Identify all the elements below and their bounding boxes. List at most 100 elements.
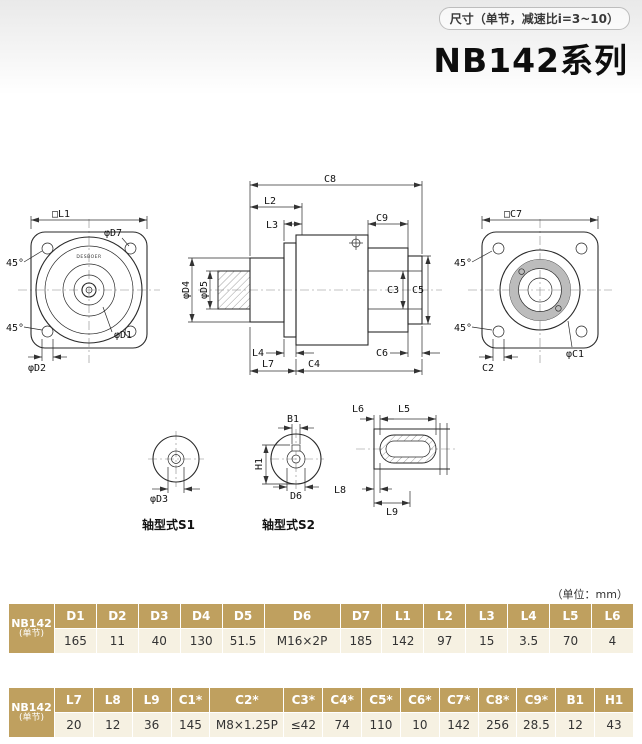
col-header: L2 <box>423 603 467 629</box>
col-header: D1 <box>54 603 97 629</box>
cell-value: 256 <box>477 712 518 738</box>
shaft-type-s1: φD3 轴型式S1 <box>142 431 204 532</box>
table2-value-row: 20 12 36 145 M8×1.25P ≤42 74 110 10 142 … <box>9 712 634 738</box>
cell-value: 142 <box>438 712 479 738</box>
spec-table-1: NB142 (单节) D1 D2 D3 D4 D5 D6 D7 L1 L2 L3… <box>8 603 635 654</box>
dim-label-L1: □L1 <box>52 209 70 220</box>
cell-value: 165 <box>54 628 97 654</box>
col-header: L3 <box>465 603 509 629</box>
dim-label-D2: φD2 <box>28 363 46 374</box>
side-view: C8 L2 L3 C9 φD4 φD5 C3 C5 <box>181 174 442 375</box>
dim-label-B1: B1 <box>287 414 299 425</box>
cell-value: 12 <box>92 712 133 738</box>
col-header: D5 <box>221 603 265 629</box>
cell-value: 28.5 <box>516 712 557 738</box>
model-name: NB142 <box>11 701 52 714</box>
dim-label-D1: φD1 <box>114 330 132 341</box>
dim-label-C9: C9 <box>376 213 388 224</box>
col-header: D6 <box>263 603 341 629</box>
col-header: C8* <box>477 687 518 713</box>
spec-table-2: NB142 (单节) L7 L8 L9 C1* C2* C3* C4* C5* … <box>8 687 634 738</box>
unit-note: （单位：mm） <box>551 588 628 601</box>
cell-value: 142 <box>381 628 425 654</box>
page-title: NB142系列 <box>433 41 628 80</box>
table1-row-label: NB142 (单节) <box>8 603 55 654</box>
col-header: L7 <box>54 687 94 713</box>
model-name: NB142 <box>11 617 52 630</box>
cell-value: 185 <box>339 628 383 654</box>
cell-value: 43 <box>594 712 634 738</box>
dim-label-L3: L3 <box>266 220 278 231</box>
brand-text: DESBOER <box>76 254 101 260</box>
cell-value: 130 <box>179 628 223 654</box>
cell-value: M8×1.25P <box>209 712 285 738</box>
dim-label-C6: C6 <box>376 348 388 359</box>
cell-value: 74 <box>322 712 363 738</box>
cell-value: 51.5 <box>221 628 265 654</box>
dim-label-D5: φD5 <box>199 281 210 299</box>
front-view: DESBOER □L1 φD7 45° 45° φD1 φD2 <box>6 209 160 374</box>
cell-value: 70 <box>549 628 592 654</box>
rear-view: □C7 45° 45° C2 φC1 <box>454 209 612 374</box>
technical-drawing: DESBOER □L1 φD7 45° 45° φD1 φD2 <box>6 174 612 532</box>
model-sublabel: (单节) <box>18 712 45 723</box>
dim-label-C5: C5 <box>412 285 424 296</box>
col-header: L5 <box>549 603 592 629</box>
col-header: C1* <box>170 687 211 713</box>
cell-value: 20 <box>54 712 94 738</box>
shaft-type-s2: B1 H1 D6 轴型式S2 <box>254 414 324 532</box>
cell-value: 3.5 <box>507 628 551 654</box>
dim-label-L9: L9 <box>386 507 398 518</box>
cell-value: 10 <box>399 712 440 738</box>
cell-value: 40 <box>137 628 181 654</box>
col-header: B1 <box>555 687 596 713</box>
cell-value: 110 <box>361 712 401 738</box>
angle-label-top: 45° <box>6 258 24 269</box>
col-header: D4 <box>179 603 223 629</box>
dim-label-L6: L6 <box>352 404 364 415</box>
dim-label-D3: φD3 <box>150 494 168 505</box>
dim-label-D7: φD7 <box>104 228 122 239</box>
cell-value: ≤42 <box>283 712 324 738</box>
dim-label-C8: C8 <box>324 174 336 185</box>
col-header: D2 <box>95 603 139 629</box>
dim-label-D4: φD4 <box>181 281 192 299</box>
col-header: C7* <box>438 687 479 713</box>
angle-label-bottom: 45° <box>454 323 472 334</box>
cell-value: 145 <box>170 712 211 738</box>
cell-value: 15 <box>465 628 509 654</box>
dim-label-C4: C4 <box>308 359 320 370</box>
col-header: C3* <box>283 687 324 713</box>
col-header: L1 <box>381 603 425 629</box>
dim-label-C2: C2 <box>482 363 494 374</box>
page-subtitle: 尺寸（单节，减速比i=3~10） <box>438 7 630 30</box>
dim-label-L4: L4 <box>252 348 264 359</box>
keyway-detail: L6 L5 L8 L9 <box>334 404 458 518</box>
dim-label-H1: H1 <box>254 458 265 470</box>
shaft-s1-caption: 轴型式S1 <box>142 517 195 532</box>
col-header: L9 <box>131 687 172 713</box>
table2-row-label: NB142 (单节) <box>8 687 55 738</box>
col-header: L8 <box>92 687 133 713</box>
cell-value: 36 <box>131 712 172 738</box>
shaft-s2-caption: 轴型式S2 <box>262 517 315 532</box>
col-header: D7 <box>339 603 383 629</box>
table1-value-row: 165 11 40 130 51.5 M16×2P 185 142 97 15 … <box>9 628 635 654</box>
col-header: D3 <box>137 603 181 629</box>
cell-value: 4 <box>590 628 635 654</box>
table1-header-row: NB142 (单节) D1 D2 D3 D4 D5 D6 D7 L1 L2 L3… <box>8 603 635 654</box>
dim-label-L8: L8 <box>334 485 346 496</box>
col-header: L4 <box>507 603 551 629</box>
dim-label-L7: L7 <box>262 359 274 370</box>
dim-label-L2: L2 <box>264 196 276 207</box>
col-header: H1 <box>594 687 634 713</box>
col-header: C6* <box>399 687 440 713</box>
cell-value: 12 <box>555 712 596 738</box>
model-sublabel: (单节) <box>18 628 45 639</box>
col-header: C9* <box>516 687 557 713</box>
table2-header-row: NB142 (单节) L7 L8 L9 C1* C2* C3* C4* C5* … <box>8 687 634 738</box>
dim-label-C7: □C7 <box>504 209 522 220</box>
col-header: C2* <box>209 687 285 713</box>
dim-label-C3: C3 <box>387 285 399 296</box>
